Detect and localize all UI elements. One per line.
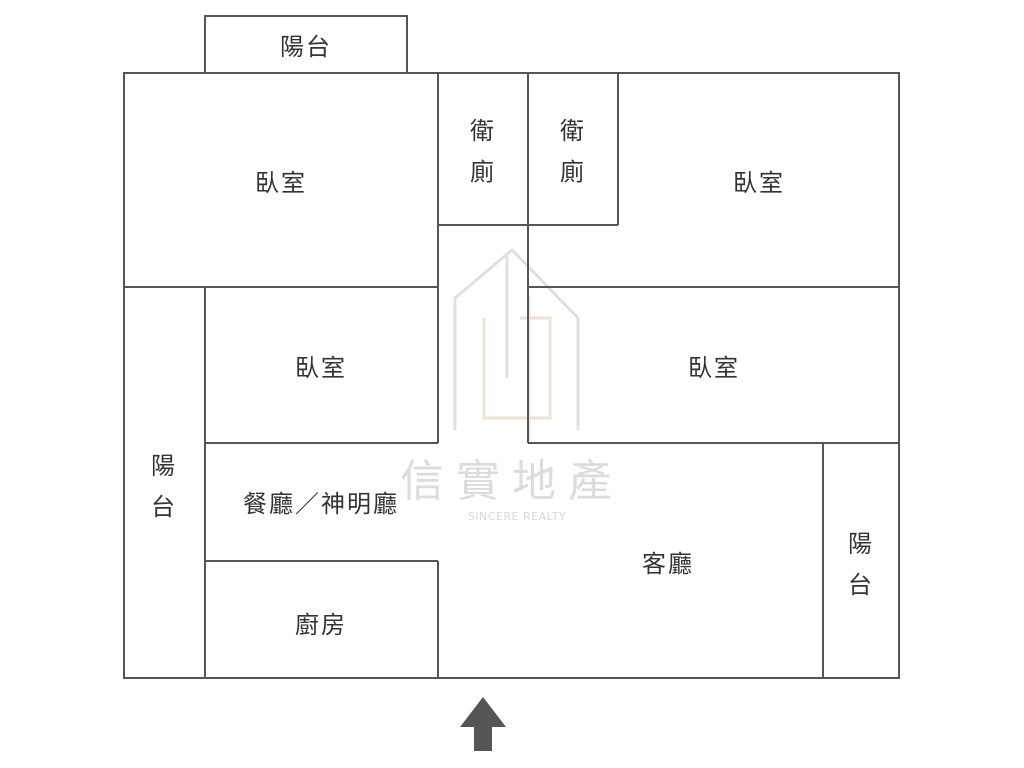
balcony-left-label-top: 陽: [151, 452, 177, 480]
room-labels: 陽台 臥室 衛 廁 衛 廁 臥室 臥室 臥室 陽 台 餐廳／神明廳 廚房 客廳 …: [151, 33, 874, 639]
watermark-subtitle: SINCERE REALTY: [468, 510, 566, 523]
bedroom-top-right-label: 臥室: [733, 169, 785, 197]
dining-shrine-label: 餐廳／神明廳: [243, 490, 399, 518]
living-room-label: 客廳: [642, 550, 694, 578]
balcony-top-label: 陽台: [280, 33, 332, 61]
outer-wall: [123, 72, 900, 679]
house-logo-icon: [453, 247, 580, 440]
bath-1-label-bottom: 廁: [470, 158, 496, 186]
balcony-right-label-bottom: 台: [848, 571, 874, 599]
kitchen-label: 廚房: [295, 611, 347, 639]
bedroom-mid-right-label: 臥室: [688, 354, 740, 382]
bedroom-top-left-label: 臥室: [255, 169, 307, 197]
bath-2-label-top: 衛: [560, 117, 586, 145]
bath-2-label-bottom: 廁: [560, 158, 586, 186]
walls: [123, 15, 900, 679]
bath-1-label-top: 衛: [470, 117, 496, 145]
arrow-up-icon: [460, 697, 506, 751]
watermark-name: 信實地產: [400, 456, 624, 507]
balcony-left-label-bottom: 台: [151, 493, 177, 521]
bedroom-mid-left-label: 臥室: [295, 354, 347, 382]
balcony-top-wall: [204, 15, 408, 73]
balcony-right-label-top: 陽: [848, 530, 874, 558]
